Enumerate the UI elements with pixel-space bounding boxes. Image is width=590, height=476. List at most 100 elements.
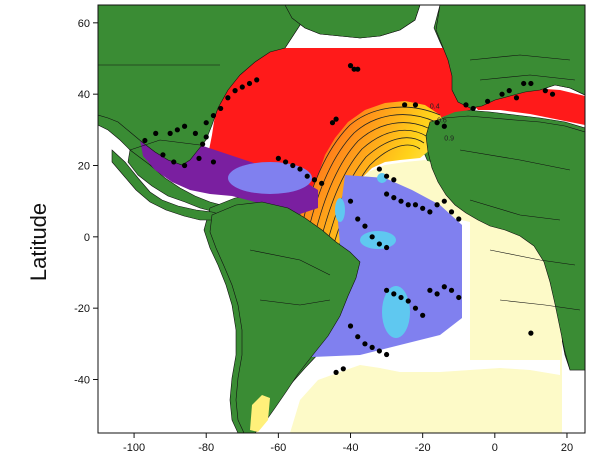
- occurrence-point: [402, 102, 408, 108]
- x-tick-label: -40: [343, 442, 359, 454]
- contour-line-4: [319, 129, 429, 244]
- occurrence-point: [448, 209, 455, 215]
- occurrence-point: [329, 120, 336, 126]
- y-tick-label: 40: [78, 89, 90, 101]
- x-tick-label: 0: [492, 442, 498, 454]
- occurrence-point: [196, 155, 202, 161]
- map-frame: [97, 4, 586, 434]
- occurrence-point: [311, 177, 318, 183]
- contour-label: 0.9: [444, 136, 454, 143]
- occurrence-point: [528, 80, 534, 87]
- suitability-low-cream: [290, 160, 562, 433]
- landmass-south-america-overlay: [209, 201, 361, 433]
- occurrence-point: [304, 173, 310, 179]
- occurrence-point: [405, 298, 411, 304]
- occurrence-point: [412, 305, 419, 311]
- suitability-south-patch: [250, 395, 270, 432]
- y-tick-label: 0: [84, 232, 90, 244]
- cyan-hotspot-4: [335, 198, 345, 222]
- occurrence-point: [200, 141, 206, 147]
- y-tick-label: -20: [74, 303, 90, 315]
- occurrence-point: [203, 134, 209, 140]
- occurrence-point: [420, 205, 426, 211]
- occurrence-point: [167, 130, 173, 136]
- occurrence-point: [192, 130, 198, 136]
- border-8: [499, 299, 581, 311]
- occurrence-point: [542, 88, 548, 94]
- occurrence-point: [456, 294, 462, 301]
- occurrence-point: [218, 105, 224, 112]
- occurrence-point: [355, 66, 361, 72]
- occurrence-point: [383, 244, 390, 251]
- occurrence-point: [499, 91, 505, 97]
- occurrence-point: [153, 130, 159, 136]
- occurrence-point: [376, 241, 382, 247]
- occurrence-point: [391, 291, 397, 297]
- occurrence-point: [203, 120, 209, 126]
- country-borders: [98, 54, 581, 311]
- y-tick-label: -40: [74, 375, 90, 387]
- border-9: [469, 54, 571, 61]
- occurrence-points: [142, 63, 556, 375]
- occurrence-point: [246, 80, 253, 87]
- occurrence-point: [142, 137, 148, 144]
- occurrence-point: [391, 195, 397, 201]
- occurrence-point: [383, 287, 390, 293]
- occurrence-point: [297, 166, 303, 172]
- occurrence-point: [232, 88, 238, 94]
- occurrence-point: [412, 202, 419, 208]
- occurrence-point: [391, 177, 397, 183]
- occurrence-point: [506, 88, 512, 94]
- border-7: [489, 249, 576, 266]
- occurrence-point: [355, 334, 361, 340]
- x-tick-label: 20: [561, 442, 573, 454]
- border-10: [479, 74, 576, 81]
- suitability-low-blue: [310, 175, 462, 357]
- occurrence-point: [427, 209, 433, 215]
- map-panel: 0.4 0.6 0.9: [97, 4, 586, 434]
- landmass-africa-overlay: [425, 115, 585, 371]
- occurrence-point: [340, 366, 346, 372]
- suitability-blue-caribbean: [228, 162, 312, 194]
- occurrence-point: [456, 216, 462, 222]
- occurrence-point: [174, 127, 180, 133]
- occurrence-point: [362, 341, 368, 347]
- occurrence-point: [463, 102, 469, 108]
- contour-line-3: [313, 122, 433, 239]
- occurrence-point: [181, 162, 188, 169]
- occurrence-point: [351, 66, 357, 72]
- occurrence-point: [398, 294, 404, 301]
- x-tick-label: -100: [123, 442, 145, 454]
- occurrence-point: [376, 348, 382, 354]
- occurrence-point: [369, 234, 375, 240]
- landmass-greenland-overlay: [284, 5, 421, 39]
- occurrence-point: [254, 77, 260, 83]
- occurrence-point: [355, 216, 361, 222]
- occurrence-point: [427, 287, 433, 293]
- occurrence-point: [434, 291, 440, 297]
- contour-label: 0.4: [430, 103, 440, 110]
- border-2: [129, 139, 201, 151]
- occurrence-point: [282, 159, 289, 165]
- contour-label: 0.6: [437, 118, 447, 125]
- occurrence-point: [470, 105, 476, 112]
- occurrence-point: [513, 95, 520, 101]
- occurrence-point: [434, 120, 440, 126]
- occurrence-point: [441, 123, 447, 129]
- occurrence-point: [210, 112, 217, 119]
- occurrence-point: [333, 369, 339, 375]
- occurrence-point: [405, 202, 411, 208]
- occurrence-point: [333, 116, 339, 122]
- y-axis-title: Latitude: [26, 203, 51, 281]
- occurrence-point: [383, 173, 390, 179]
- contour-labels: 0.4 0.6 0.9: [430, 103, 454, 142]
- occurrence-point: [528, 330, 534, 336]
- cyan-hotspot-2: [360, 231, 396, 249]
- y-tick-label: 60: [78, 18, 90, 30]
- contour-line-5: [325, 137, 425, 248]
- occurrence-point: [275, 155, 281, 161]
- occurrence-point: [362, 223, 368, 229]
- occurrence-point: [181, 123, 188, 129]
